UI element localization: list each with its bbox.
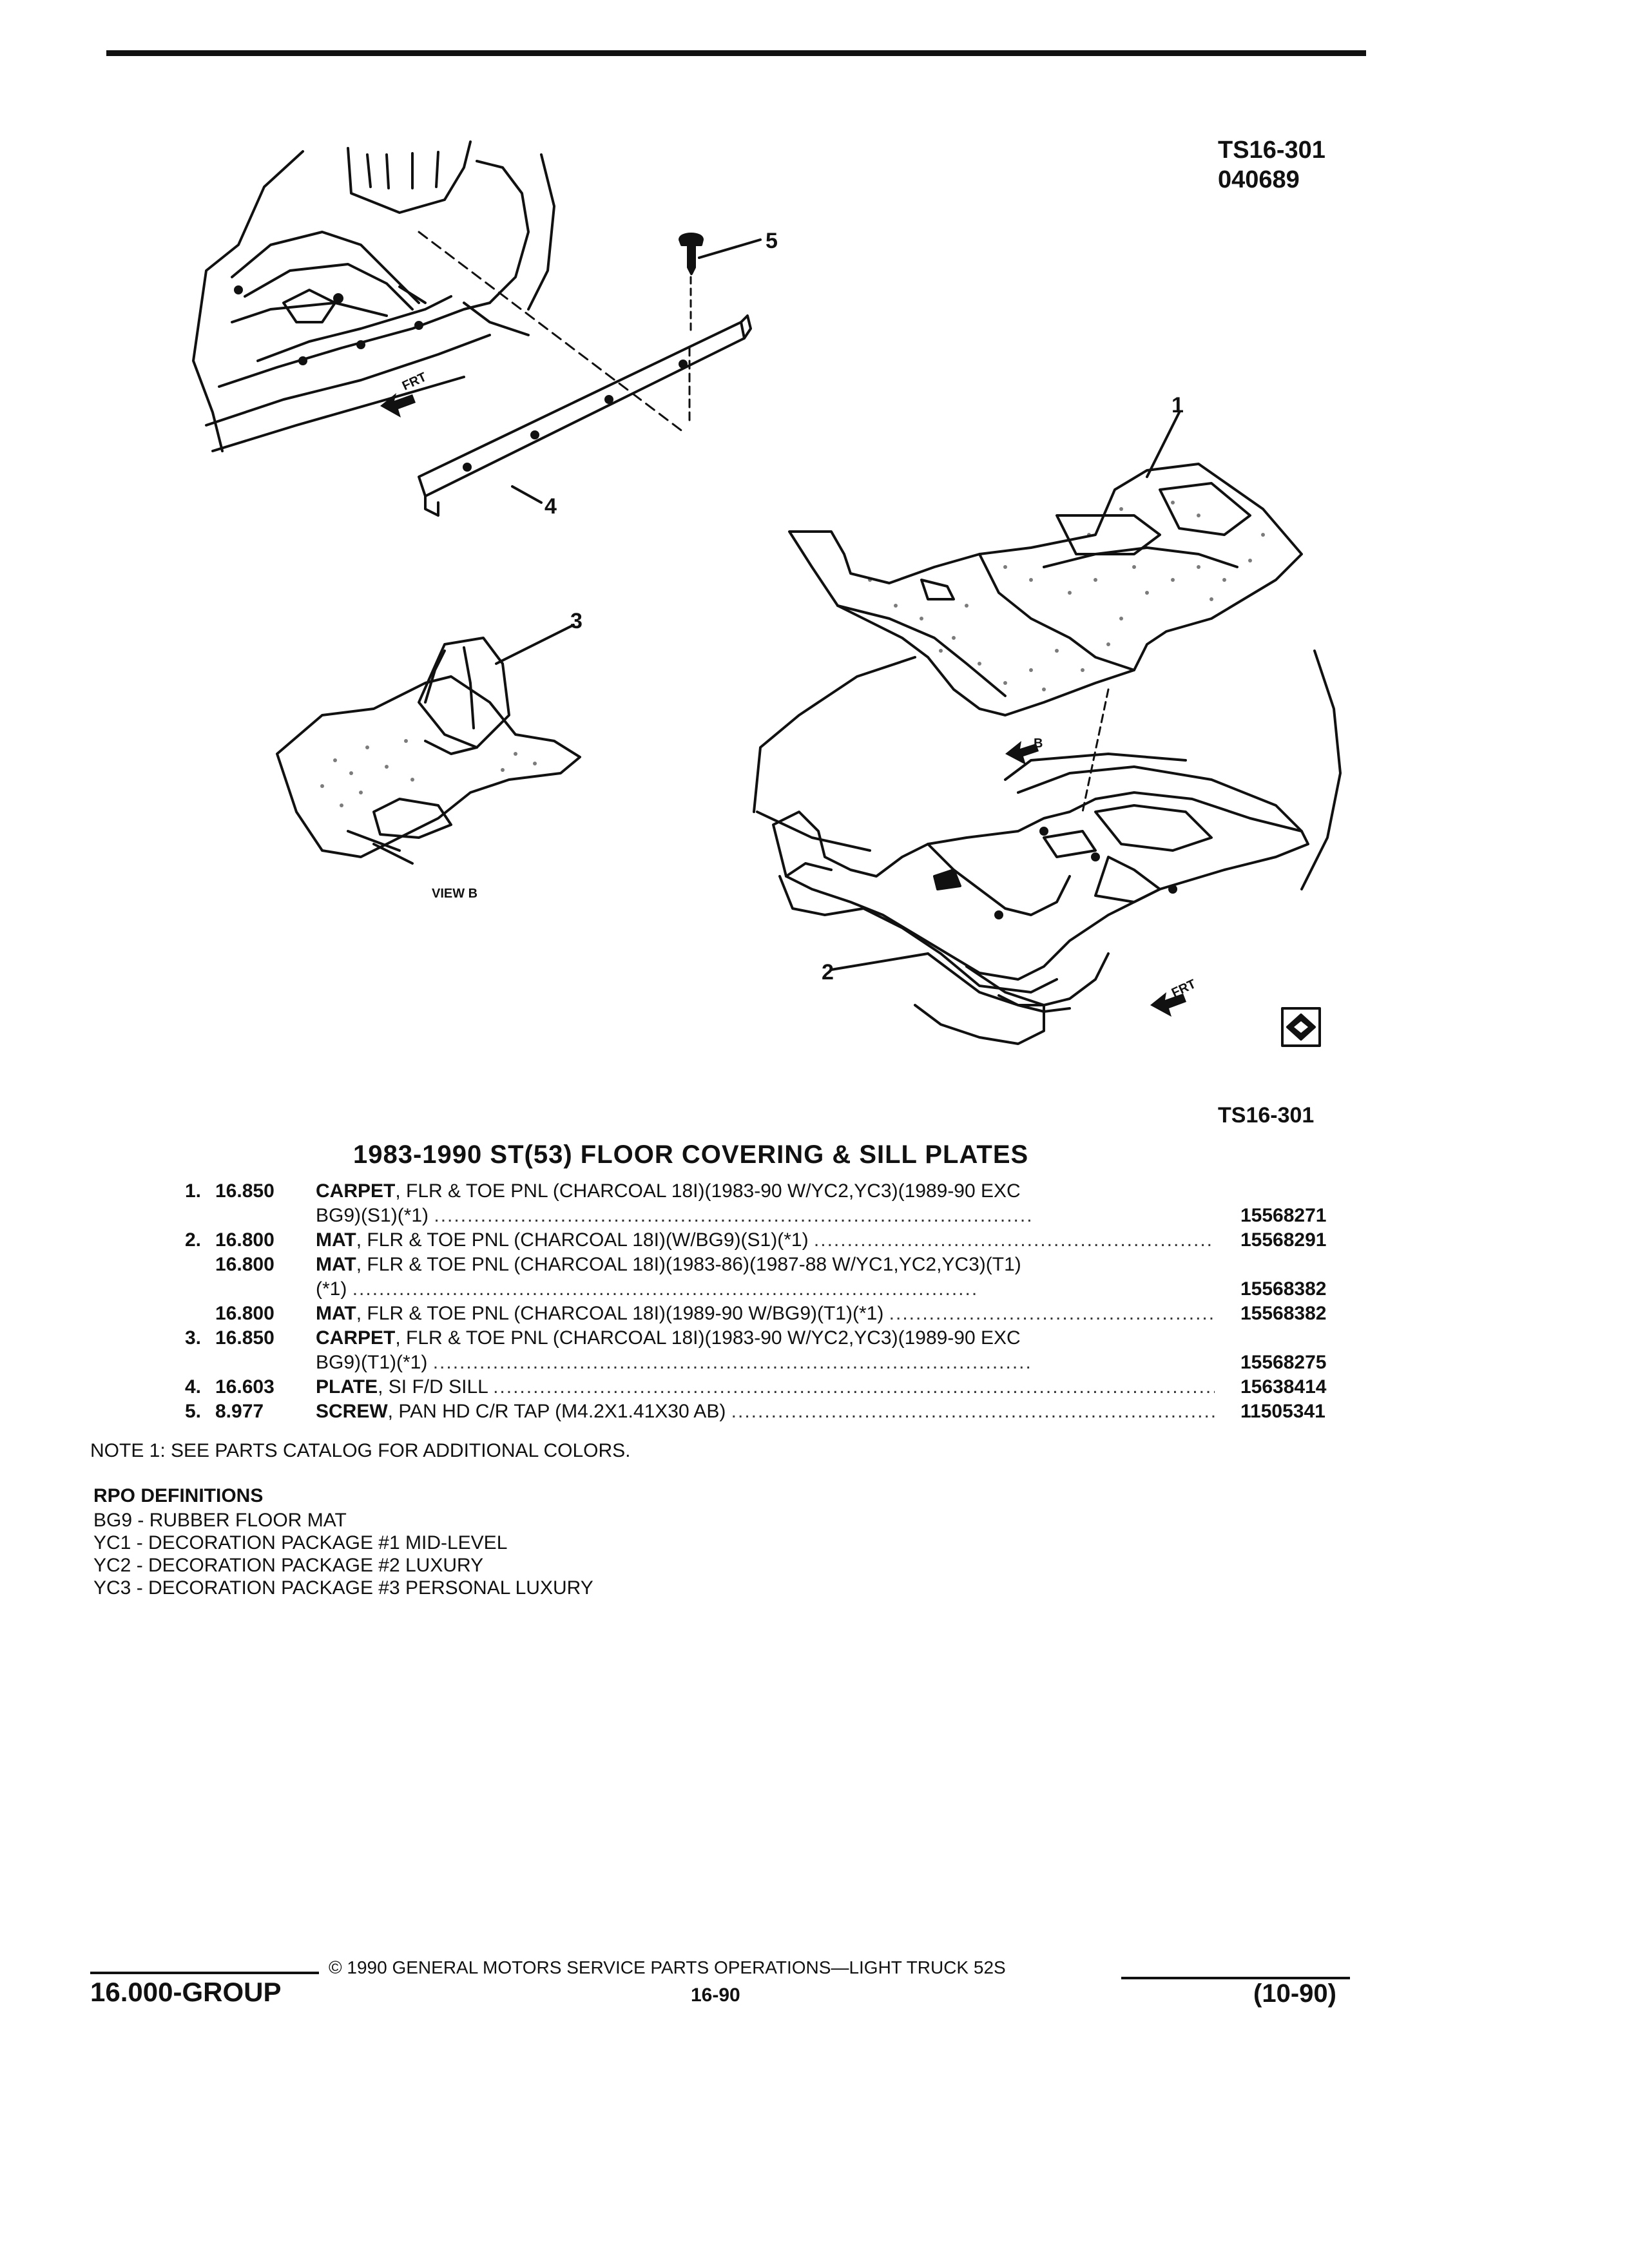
callout-4: 4 <box>545 494 557 519</box>
part-name: PLATE <box>316 1376 378 1398</box>
parts-row: 1. 16.850 CARPET, FLR & TOE PNL (CHARCOA… <box>0 1179 1629 1204</box>
part-detail-cont: BG9)(T1)(*1) <box>316 1352 428 1373</box>
rpo-item: BG9 - RUBBER FLOOR MAT <box>93 1510 347 1531</box>
parts-row: 3. 16.850 CARPET, FLR & TOE PNL (CHARCOA… <box>0 1326 1629 1350</box>
frt-label-top: FRT <box>400 370 429 393</box>
group-number: 16.800 <box>215 1303 275 1324</box>
dot-leader: ........................................… <box>813 1229 1215 1251</box>
part-detail: , FLR & TOE PNL (CHARCOAL 18I)(1983-90 W… <box>395 1327 1021 1349</box>
part-number: 15568382 <box>1240 1303 1327 1324</box>
callout-3: 3 <box>570 609 583 633</box>
view-b-drawing <box>276 637 581 865</box>
group-number: 16.800 <box>215 1254 275 1275</box>
item-number: 2. <box>184 1229 201 1251</box>
top-rule <box>106 50 1366 56</box>
screw-drawing <box>679 233 704 336</box>
parts-row: 16.800 MAT, FLR & TOE PNL (CHARCOAL 18I)… <box>0 1302 1629 1326</box>
figure-code-bottom: TS16-301 <box>1218 1103 1315 1128</box>
callout-1: 1 <box>1171 393 1184 418</box>
part-name: SCREW <box>316 1401 388 1422</box>
parts-row: 2. 16.800 MAT, FLR & TOE PNL (CHARCOAL 1… <box>0 1228 1629 1253</box>
part-detail: , PAN HD C/R TAP (M4.2X1.41X30 AB) <box>387 1401 726 1422</box>
part-name: CARPET <box>316 1180 396 1202</box>
dot-leader: ........................................… <box>352 1278 979 1300</box>
part-number: 15568291 <box>1240 1229 1327 1251</box>
part-description-continued: BG9)(T1)(*1) ...........................… <box>316 1350 1215 1375</box>
parts-row: 16.800 MAT, FLR & TOE PNL (CHARCOAL 18I)… <box>0 1253 1629 1277</box>
item-number: 1. <box>184 1180 201 1202</box>
part-number: 11505341 <box>1240 1401 1325 1422</box>
sill-plate-drawing <box>418 314 752 517</box>
view-b-marker: B <box>1034 736 1043 751</box>
date-code: 040689 <box>1218 166 1300 193</box>
part-detail: , FLR & TOE PNL (CHARCOAL 18I)(1983-86)(… <box>356 1254 1021 1275</box>
item-number: 4. <box>184 1376 201 1398</box>
floor-pan-drawing <box>753 649 1342 1045</box>
parts-row-continued: BG9)(S1)(*1) ...........................… <box>0 1204 1629 1228</box>
part-detail: , FLR & TOE PNL (CHARCOAL 18I)(1983-90 W… <box>395 1180 1021 1202</box>
part-number: 15568271 <box>1240 1205 1327 1226</box>
parts-row-continued: (*1) ...................................… <box>0 1277 1629 1302</box>
callout-2: 2 <box>822 960 834 985</box>
figure-code: TS16-301 <box>1218 137 1325 164</box>
rpo-item: YC2 - DECORATION PACKAGE #2 LUXURY <box>93 1555 484 1576</box>
part-number: 15568275 <box>1240 1352 1327 1373</box>
footer-group: 16.000-GROUP <box>90 1977 282 2007</box>
item-number: 3. <box>184 1327 201 1349</box>
group-number: 16.603 <box>215 1376 275 1398</box>
dot-leader: ........................................… <box>493 1376 1215 1398</box>
group-number: 16.800 <box>215 1229 275 1251</box>
parts-row: 4. 16.603 PLATE, SI F/D SILL ...........… <box>0 1375 1629 1399</box>
carpet-drawing <box>788 463 1303 716</box>
note-text: NOTE 1: SEE PARTS CATALOG FOR ADDITIONAL… <box>90 1440 631 1461</box>
dot-leader: ........................................… <box>432 1352 1032 1373</box>
part-description: PLATE, SI F/D SILL .....................… <box>316 1375 1215 1399</box>
group-number: 16.850 <box>215 1327 275 1349</box>
part-number: 15568382 <box>1240 1278 1327 1300</box>
part-name: MAT <box>316 1303 356 1324</box>
footer-rule-left <box>90 1972 319 1974</box>
part-description: SCREW, PAN HD C/R TAP (M4.2X1.41X30 AB) … <box>316 1399 1215 1424</box>
part-description: MAT, FLR & TOE PNL (CHARCOAL 18I)(1989-9… <box>316 1302 1215 1326</box>
parts-row-continued: BG9)(T1)(*1) ...........................… <box>0 1350 1629 1375</box>
footer-rule-right <box>1121 1977 1350 1979</box>
section-title: 1983-1990 ST(53) FLOOR COVERING & SILL P… <box>353 1140 1029 1169</box>
part-description: CARPET, FLR & TOE PNL (CHARCOAL 18I)(198… <box>316 1326 1215 1350</box>
view-b-label: VIEW B <box>432 887 477 901</box>
callout-5: 5 <box>766 229 778 253</box>
rpo-title: RPO DEFINITIONS <box>93 1485 264 1506</box>
part-number: 15638414 <box>1240 1376 1327 1398</box>
exploded-view-illustration: 5 4 3 1 2 FRT FRT B VIEW B <box>192 140 1342 1047</box>
part-detail: , FLR & TOE PNL (CHARCOAL 18I)(1989-90 W… <box>356 1303 884 1324</box>
footer-date: (10-90) <box>1253 1979 1336 2008</box>
item-number: 5. <box>184 1401 201 1422</box>
part-name: CARPET <box>316 1327 396 1349</box>
footer-copyright: © 1990 GENERAL MOTORS SERVICE PARTS OPER… <box>329 1957 1006 1977</box>
part-detail: , FLR & TOE PNL (CHARCOAL 18I)(W/BG9)(S1… <box>356 1229 809 1251</box>
part-detail-cont: (*1) <box>316 1278 347 1300</box>
pictogram-icon <box>1281 1007 1321 1047</box>
dot-leader: ........................................… <box>889 1303 1215 1324</box>
footer-page-number: 16-90 <box>691 1984 740 2006</box>
parts-row: 5. 8.977 SCREW, PAN HD C/R TAP (M4.2X1.4… <box>0 1399 1629 1424</box>
rpo-item: YC3 - DECORATION PACKAGE #3 PERSONAL LUX… <box>93 1577 593 1599</box>
part-detail-cont: BG9)(S1)(*1) <box>316 1205 429 1226</box>
part-description: CARPET, FLR & TOE PNL (CHARCOAL 18I)(198… <box>316 1179 1215 1204</box>
dot-leader: ........................................… <box>434 1205 1034 1226</box>
parts-list: 1. 16.850 CARPET, FLR & TOE PNL (CHARCOA… <box>0 1179 1629 1424</box>
part-description: MAT, FLR & TOE PNL (CHARCOAL 18I)(1983-8… <box>316 1253 1215 1277</box>
door-opening-drawing <box>192 140 684 452</box>
group-number: 16.850 <box>215 1180 275 1202</box>
part-detail: , SI F/D SILL <box>378 1376 488 1398</box>
rpo-item: YC1 - DECORATION PACKAGE #1 MID-LEVEL <box>93 1532 508 1553</box>
dot-leader: ........................................… <box>731 1401 1215 1422</box>
part-description-continued: (*1) ...................................… <box>316 1277 1215 1302</box>
part-name: MAT <box>316 1254 356 1275</box>
part-description: MAT, FLR & TOE PNL (CHARCOAL 18I)(W/BG9)… <box>316 1228 1215 1253</box>
group-number: 8.977 <box>215 1401 264 1422</box>
part-name: MAT <box>316 1229 356 1251</box>
part-description-continued: BG9)(S1)(*1) ...........................… <box>316 1204 1215 1228</box>
